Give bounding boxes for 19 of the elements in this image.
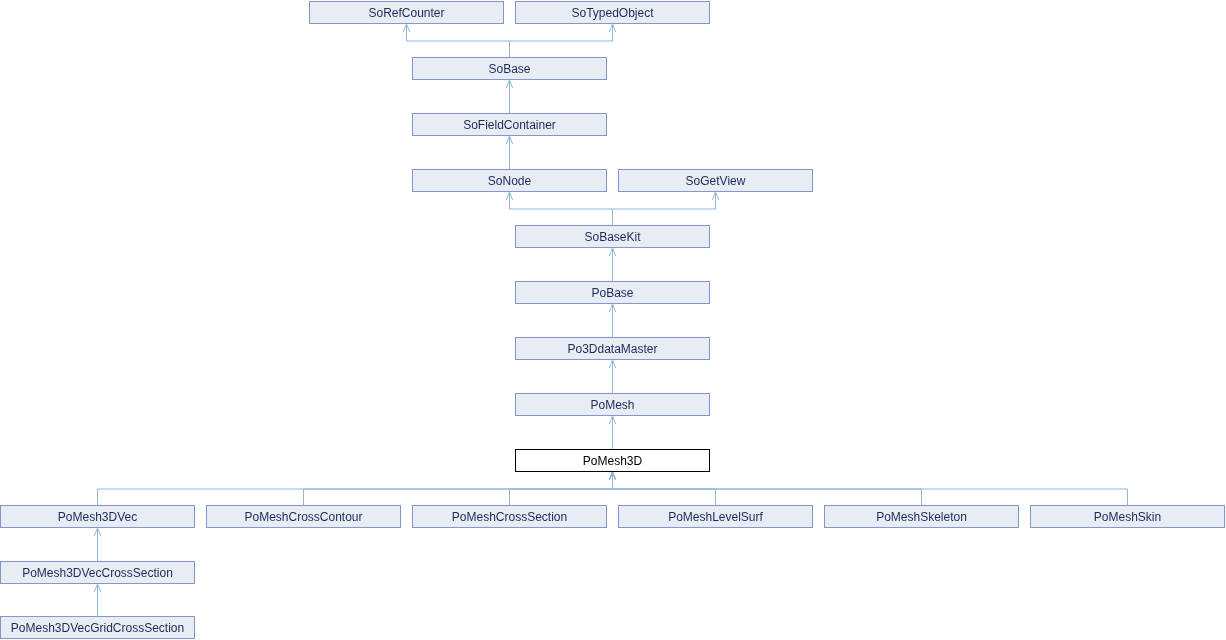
class-box: SoRefCounter: [309, 1, 504, 24]
class-box: PoMesh3D: [515, 449, 710, 472]
class-box: PoMesh3DVecGridCrossSection: [0, 616, 195, 639]
class-box: SoFieldContainer: [412, 113, 607, 136]
class-box: Po3DdataMaster: [515, 337, 710, 360]
class-box: SoBase: [412, 57, 607, 80]
class-box: PoMeshSkeleton: [824, 505, 1019, 528]
class-box: PoBase: [515, 281, 710, 304]
class-box: PoMeshSkin: [1030, 505, 1225, 528]
class-box: PoMesh3DVecCrossSection: [0, 561, 195, 584]
class-box: PoMeshCrossContour: [206, 505, 401, 528]
class-box: SoTypedObject: [515, 1, 710, 24]
class-box: PoMeshLevelSurf: [618, 505, 813, 528]
class-box: PoMesh: [515, 393, 710, 416]
class-box: SoGetView: [618, 169, 813, 192]
class-box: SoNode: [412, 169, 607, 192]
class-box: PoMesh3DVec: [0, 505, 195, 528]
class-box: SoBaseKit: [515, 225, 710, 248]
class-box: PoMeshCrossSection: [412, 505, 607, 528]
